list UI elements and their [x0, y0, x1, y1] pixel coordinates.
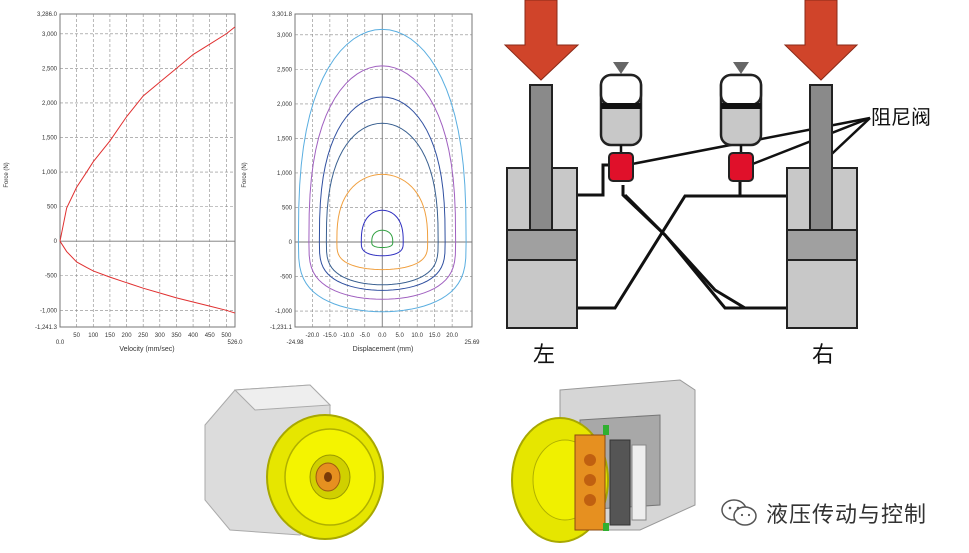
- y-tick-label: 1,500: [42, 135, 58, 141]
- force-velocity-chart: 3,286.0 3,000 2,500 2,000 1,500 1,000 500 0 -500…: [4, 12, 243, 353]
- y-tick-label: 1,000: [277, 171, 293, 177]
- x-tick-label: 25.69: [464, 340, 480, 346]
- y-tick-label: 2,000: [277, 102, 293, 108]
- watermark-text: 液压传动与控制: [766, 503, 928, 528]
- right-force-arrow: [783, 0, 859, 81]
- x-tick-label: 10.0: [411, 333, 423, 339]
- y-tick-label: 3,286.0: [37, 12, 58, 18]
- hysteresis-loop-3: [318, 96, 446, 291]
- left-label: 左: [533, 343, 555, 368]
- x-tick-label: 350: [171, 333, 182, 339]
- y-tick-labels: 3,286.0 3,000 2,500 2,000 1,500 1,000 500 0 -500…: [35, 12, 58, 331]
- x-axis-label: Displacement (mm): [353, 346, 414, 353]
- wechat-icon: [721, 499, 757, 526]
- x-tick-label: -20.0: [306, 333, 320, 339]
- x-tick-label: 0.0: [378, 333, 387, 339]
- y-tick-label: 500: [47, 205, 58, 211]
- x-tick-label: 5.0: [396, 333, 405, 339]
- damping-valve-label: 阻尼阀: [871, 105, 931, 129]
- grid: [295, 14, 472, 327]
- x-tick-label: 300: [155, 333, 166, 339]
- series-group: [59, 26, 236, 314]
- valve-3d-cutaway: [511, 379, 696, 543]
- x-tick-label: 50: [73, 333, 80, 339]
- x-tick-label: -10.0: [340, 333, 354, 339]
- x-tick-label: 15.0: [429, 333, 441, 339]
- plot-area: [59, 13, 236, 328]
- right-accumulator: [719, 62, 763, 153]
- y-tick-label: -1,000: [275, 309, 293, 315]
- y-axis-label: Force (N): [4, 162, 10, 187]
- left-accumulator: [599, 62, 643, 153]
- y-tick-label: 3,000: [277, 33, 293, 39]
- y-axis-label: Force (N): [242, 162, 248, 187]
- x-tick-label: 0.0: [56, 340, 65, 346]
- y-tick-label: -1,000: [40, 308, 58, 314]
- y-tick-label: 0: [54, 239, 58, 245]
- left-force-arrow: [503, 0, 580, 81]
- x-tick-label: 400: [188, 333, 199, 339]
- connection-lines: [577, 163, 787, 310]
- y-tick-label: 0: [289, 240, 293, 246]
- x-tick-label: 100: [88, 333, 99, 339]
- y-tick-label: -1,241.3: [35, 325, 58, 331]
- x-tick-label: 526.0: [227, 340, 243, 346]
- left-damping-valve: [608, 152, 634, 182]
- x-tick-label: 20.0: [446, 333, 458, 339]
- y-tick-label: 500: [282, 205, 293, 211]
- hysteresis-loop-2: [308, 65, 457, 300]
- hysteresis-loop-4: [325, 122, 439, 286]
- y-tick-label: 3,301.8: [272, 12, 293, 18]
- series-compression-line: [59, 26, 236, 242]
- hysteresis-loop-7: [371, 229, 394, 249]
- grid: [60, 14, 235, 327]
- x-tick-label: -15.0: [323, 333, 337, 339]
- hydraulic-diagram: 阻尼阀 左 右: [503, 0, 931, 368]
- y-tick-label: 2,000: [42, 101, 58, 107]
- y-tick-label: -500: [280, 275, 293, 281]
- right-label: 右: [812, 343, 834, 368]
- hysteresis-loop-5: [336, 173, 429, 271]
- y-tick-label: 1,000: [42, 170, 58, 176]
- x-tick-label: -24.98: [286, 340, 304, 346]
- x-tick-label: 250: [138, 333, 149, 339]
- x-tick-label: 150: [105, 333, 116, 339]
- y-tick-label: 2,500: [42, 66, 58, 72]
- hysteresis-loop-1: [297, 28, 467, 313]
- x-axis-label: Velocity (mm/sec): [119, 346, 174, 353]
- series-rebound-line: [59, 240, 236, 314]
- valve-renderings: [204, 379, 696, 543]
- watermark: 液压传动与控制: [720, 497, 927, 529]
- x-tick-label: 450: [205, 333, 216, 339]
- y-tick-label: -500: [45, 274, 58, 280]
- y-tick-label: -1,231.1: [270, 325, 293, 331]
- series-group: [297, 28, 467, 313]
- right-cylinder: [786, 84, 858, 329]
- x-tick-label: 500: [221, 333, 232, 339]
- y-tick-label: 3,000: [42, 32, 58, 38]
- right-damping-valve: [728, 152, 754, 182]
- y-tick-label: 2,500: [277, 67, 293, 73]
- x-tick-labels: -24.98-20.0-15.0-10.0 -5.0 0.0 5.0 10.0 15.0 2…: [286, 333, 480, 346]
- hysteresis-loop-6: [360, 209, 404, 257]
- force-displacement-chart: 3,301.8 3,000 2,500 2,000 1,500 1,000 500 0 -500…: [242, 12, 480, 353]
- valve-3d-assembled: [204, 384, 384, 540]
- y-tick-label: 1,500: [277, 136, 293, 142]
- x-tick-label: 200: [122, 333, 133, 339]
- left-cylinder: [506, 84, 578, 329]
- x-tick-label: -5.0: [360, 333, 371, 339]
- y-tick-labels: 3,301.8 3,000 2,500 2,000 1,500 1,000 500 0 -500…: [270, 12, 293, 331]
